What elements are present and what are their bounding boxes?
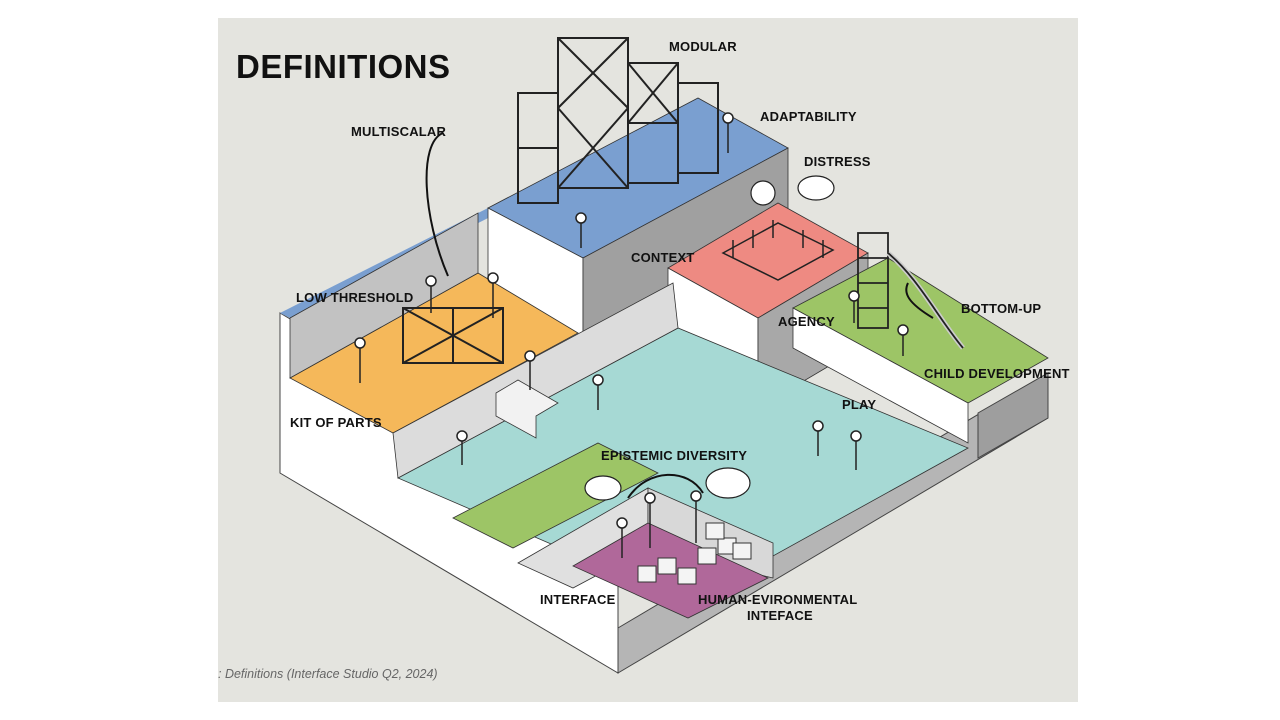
speech-bubbles: [584, 175, 835, 501]
stairs: [495, 379, 559, 439]
label-agency: AGENCY: [778, 314, 835, 329]
label-child-development: CHILD DEVELOPMENT: [924, 366, 1070, 381]
label-context: CONTEXT: [631, 250, 695, 265]
label-multiscalar: MULTISCALAR: [351, 124, 447, 139]
diagram-panel: DEFINITIONS MODULAR ADAPTABILITY MULTISC…: [218, 18, 1078, 702]
page-title: DEFINITIONS: [236, 48, 451, 85]
teal-step-wall: [392, 282, 679, 479]
isometric-scene: [279, 37, 1049, 674]
modular-frame: [517, 37, 719, 204]
orange-wall-back: [289, 212, 479, 379]
label-low-threshold: LOW THRESHOLD: [296, 290, 414, 305]
people: [354, 112, 909, 558]
multiscalar-leader: [425, 132, 449, 277]
epistemic-arrow: [627, 473, 704, 499]
distress-fence: [721, 220, 835, 281]
slide-structure: [857, 232, 965, 350]
label-modular: MODULAR: [669, 39, 737, 54]
green-right-wall: [792, 307, 969, 444]
label-epistemic-diversity: EPISTEMIC DIVERSITY: [601, 448, 748, 463]
bottom-up-arrow: [905, 282, 934, 319]
label-bottom-up: BOTTOM-UP: [961, 301, 1042, 316]
right-wall: [977, 372, 1049, 459]
green-lower-platform: [452, 442, 659, 549]
label-play: PLAY: [842, 397, 877, 412]
label-distress: DISTRESS: [804, 154, 871, 169]
figure-caption: : Definitions (Interface Studio Q2, 2024…: [218, 667, 438, 681]
label-adaptability: ADAPTABILITY: [760, 109, 857, 124]
label-kit-of-parts: KIT OF PARTS: [290, 415, 382, 430]
blocks: [637, 522, 752, 585]
label-interface: INTERFACE: [540, 592, 616, 607]
kit-frame: [402, 307, 504, 364]
label-human-environmental-2: INTEFACE: [747, 608, 813, 623]
label-human-environmental-1: HUMAN-EVIRONMENTAL: [698, 592, 858, 607]
